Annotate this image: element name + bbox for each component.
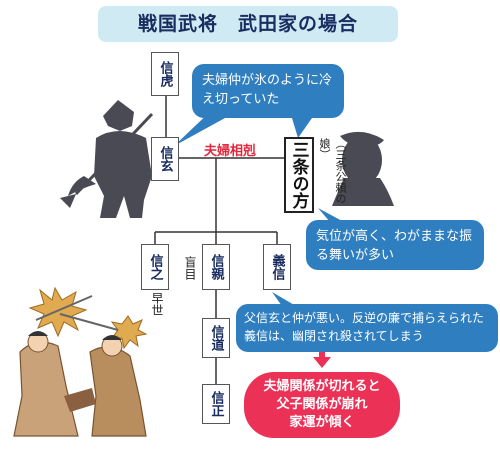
tree-connectors xyxy=(154,95,286,384)
node-shingen: 信玄 xyxy=(151,137,179,181)
down-arrow-icon xyxy=(313,348,331,368)
node-yoshinobu: 義信 xyxy=(263,244,291,290)
bubble-yoshinobu-fate: 父信玄と仲が悪い。反逆の廉で捕らえられた義信は、幽閉され殺されてしまう xyxy=(236,304,498,352)
battle-scene-illustration xyxy=(13,286,148,437)
page-title: 戦国武将 武田家の場合 xyxy=(98,6,398,42)
node-sanjo: 三条の方 xyxy=(284,137,314,213)
annotation-hayaji: 早世 xyxy=(150,292,164,316)
bubble-sanjo-character: 気位が高く、わがままな振る舞いが多い xyxy=(306,220,484,270)
sanjo-note: （三条公頼の娘） xyxy=(318,138,347,204)
node-nobuyuki: 信之 xyxy=(141,244,169,290)
annotation-momoku: 盲目 xyxy=(183,256,197,280)
node-nobumichi: 信道 xyxy=(202,318,230,358)
samurai-silhouette-icon xyxy=(60,100,154,218)
conclusion-line-2: 父子関係が崩れ xyxy=(276,397,368,412)
node-nobumasa: 信正 xyxy=(202,384,230,424)
woman-silhouette-icon xyxy=(332,131,394,206)
node-nobuchika: 信親 xyxy=(202,244,230,290)
node-nobutora: 信虎 xyxy=(151,52,179,96)
bubble-tail-sanjo xyxy=(318,208,344,222)
conclusion-line-3: 家運が傾く xyxy=(289,415,355,430)
conclusion-line-1: 夫婦関係が切れると xyxy=(263,379,381,394)
conclusion-box: 夫婦関係が切れると 父子関係が崩れ 家運が傾く xyxy=(244,372,400,438)
bubble-couple: 夫婦仲が氷のように冷え切っていた xyxy=(192,64,344,118)
bubble-tail-couple-right xyxy=(292,118,312,138)
bubble-tail-yoshinobu xyxy=(272,292,296,306)
relation-label: 夫婦相剋 xyxy=(204,144,257,159)
